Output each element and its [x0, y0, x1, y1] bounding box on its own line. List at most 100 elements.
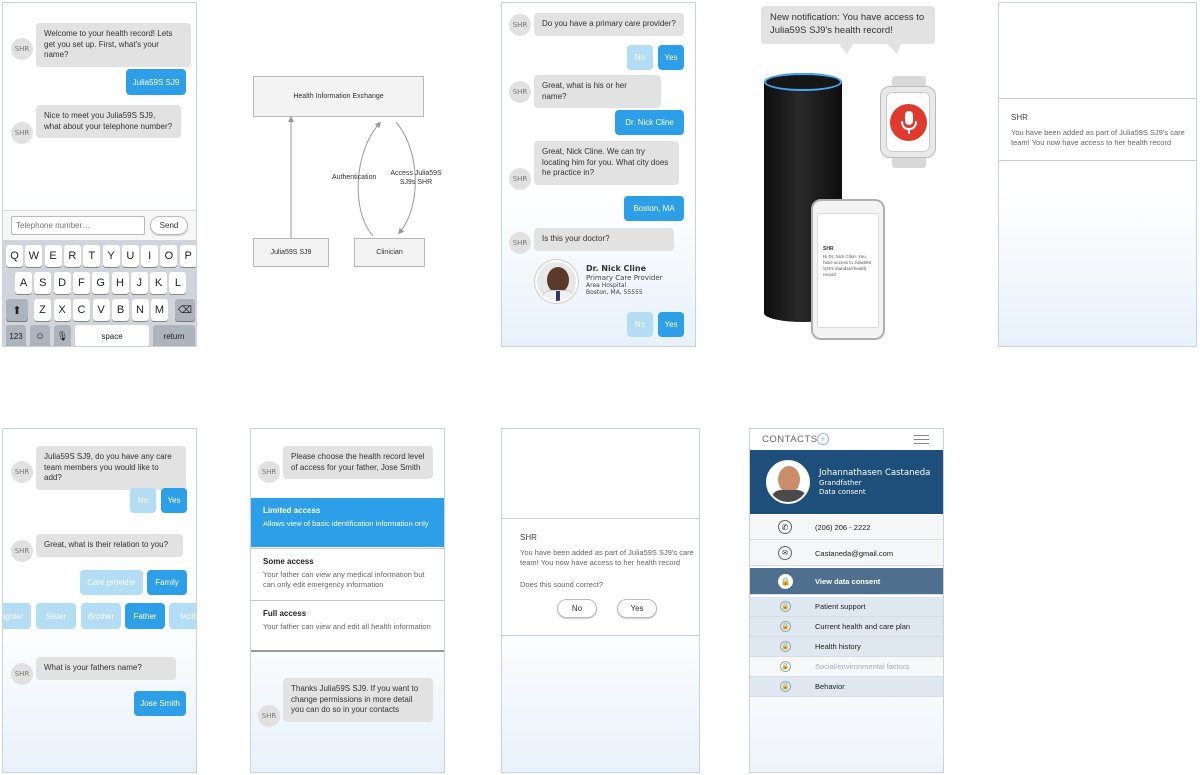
speaker-light-ring: [764, 73, 842, 91]
full-access-option[interactable]: Full access Your father can view and edi…: [251, 601, 444, 652]
bot-message: Is this your doctor?: [534, 228, 674, 251]
input-bar: Send: [3, 210, 196, 240]
no-button[interactable]: No: [627, 312, 653, 337]
key-d[interactable]: D: [53, 272, 71, 294]
shr-avatar: SHR: [258, 705, 280, 727]
key-z[interactable]: Z: [34, 299, 51, 321]
yes-button[interactable]: Yes: [617, 599, 657, 618]
notification-message: You have been added as part of Julia59S …: [1011, 127, 1185, 148]
consent-item[interactable]: 🔒 Patient support: [750, 597, 943, 617]
key-m[interactable]: M: [151, 299, 168, 321]
shift-key[interactable]: ⬆: [6, 299, 28, 321]
bot-message: Nice to meet you Julia59S SJ9, what abou…: [36, 105, 181, 138]
key-w[interactable]: W: [25, 245, 43, 267]
key-b[interactable]: B: [112, 299, 129, 321]
panel-contacts: CONTACTS + Johannathasen Castaneda Grand…: [749, 428, 944, 773]
contact-banner: Johannathasen Castaneda Grandfather Data…: [750, 450, 943, 514]
key-f[interactable]: F: [72, 272, 90, 294]
key-l[interactable]: L: [169, 272, 187, 294]
telephone-input[interactable]: [11, 216, 145, 235]
backspace-key[interactable]: ⌫: [175, 299, 195, 321]
father-option[interactable]: Father: [125, 603, 165, 629]
key-s[interactable]: S: [34, 272, 52, 294]
key-a[interactable]: A: [15, 272, 32, 294]
no-button[interactable]: No: [130, 488, 156, 513]
yes-button[interactable]: Yes: [658, 45, 684, 70]
lock-icon: 🔒: [780, 601, 791, 612]
shr-avatar: SHR: [509, 168, 531, 190]
space-key[interactable]: space: [75, 325, 149, 346]
contact-avatar: [766, 460, 810, 504]
option-description: Your father can view any medical informa…: [263, 570, 425, 589]
key-o[interactable]: O: [160, 245, 178, 267]
consent-item-label: Patient support: [815, 602, 866, 611]
hie-box: Health Information Exchange: [253, 76, 424, 117]
email-row[interactable]: ✉ Castaneda@gmail.com: [750, 541, 943, 566]
sister-option[interactable]: Sister: [36, 603, 76, 629]
phone-number: (206) 206 - 2222: [815, 522, 871, 532]
key-v[interactable]: V: [92, 299, 110, 321]
consent-item-disabled[interactable]: 🔒 Social/environmental factors: [750, 657, 943, 677]
no-button[interactable]: No: [627, 45, 653, 70]
add-contact-icon[interactable]: +: [817, 433, 829, 445]
option-title: Some access: [263, 557, 314, 566]
doctor-org: Area Hospital: [586, 282, 627, 289]
key-y[interactable]: Y: [102, 245, 120, 267]
key-g[interactable]: G: [92, 272, 110, 294]
bot-message: Thanks Julia59S SJ9. If you want to chan…: [283, 678, 433, 722]
family-option[interactable]: Family: [147, 570, 187, 595]
key-c[interactable]: C: [73, 299, 90, 321]
menu-icon[interactable]: [914, 435, 929, 444]
shr-avatar: SHR: [11, 663, 33, 685]
consent-item[interactable]: 🔒 Current health and care plan: [750, 617, 943, 637]
no-button[interactable]: No: [557, 599, 597, 618]
care-provider-option[interactable]: Care provider: [80, 570, 143, 595]
send-button[interactable]: Send: [150, 216, 188, 235]
phone-title: SHR: [823, 246, 834, 252]
diagram-arrows: [288, 116, 416, 238]
yes-button[interactable]: Yes: [658, 312, 684, 337]
clinician-box: Clinician: [354, 238, 425, 267]
phone-icon: ✆: [778, 520, 792, 534]
yes-button[interactable]: Yes: [161, 488, 187, 513]
key-q[interactable]: Q: [6, 245, 23, 267]
key-h[interactable]: H: [111, 272, 129, 294]
brother-option[interactable]: Brother: [81, 603, 121, 629]
key-x[interactable]: X: [53, 299, 71, 321]
doctor-card[interactable]: Dr. Nick Cline Primary Care Provider Are…: [586, 264, 686, 296]
authentication-arrow: [357, 121, 382, 237]
key-t[interactable]: T: [83, 245, 101, 267]
access-label: Access Julia59S SJ9s SHR: [390, 170, 442, 186]
key-i[interactable]: I: [141, 245, 159, 267]
lock-icon: 🔒: [780, 661, 791, 672]
limited-access-option[interactable]: Limited access Allows view of basic iden…: [251, 498, 444, 547]
confirm-title: SHR: [520, 533, 537, 542]
key-u[interactable]: U: [121, 245, 139, 267]
key-k[interactable]: K: [150, 272, 168, 294]
mother-option[interactable]: Moth: [169, 603, 196, 629]
return-key[interactable]: return: [153, 325, 195, 346]
bot-message: Do you have a primary care provider?: [534, 13, 684, 36]
key-e[interactable]: E: [44, 245, 62, 267]
confirm-question: Does this sound correct?: [520, 579, 603, 589]
numbers-key[interactable]: 123: [6, 325, 26, 346]
key-p[interactable]: P: [179, 245, 196, 267]
daughter-option[interactable]: ughter: [3, 603, 31, 629]
consent-item[interactable]: 🔒 Health history: [750, 637, 943, 657]
emoji-key[interactable]: ☺: [30, 325, 50, 346]
consent-item[interactable]: 🔒 Behavior: [750, 677, 943, 697]
lock-icon: 🔒: [778, 573, 793, 589]
shr-avatar: SHR: [11, 461, 33, 483]
view-consent-row[interactable]: 🔒 View data consent: [750, 568, 943, 595]
email-icon: ✉: [778, 546, 792, 560]
phone-row[interactable]: ✆ (206) 206 - 2222: [750, 515, 943, 540]
some-access-option[interactable]: Some access Your father can view any med…: [251, 548, 444, 601]
notification-card[interactable]: SHR You have been added as part of Julia…: [999, 98, 1196, 161]
key-j[interactable]: J: [130, 272, 148, 294]
shr-avatar: SHR: [11, 540, 33, 562]
key-n[interactable]: N: [131, 299, 149, 321]
key-r[interactable]: R: [63, 245, 81, 267]
bot-message: Great, what is his or her name?: [534, 75, 661, 108]
user-message: Boston, MA: [624, 196, 684, 221]
microphone-key[interactable]: 🎙: [54, 325, 71, 346]
